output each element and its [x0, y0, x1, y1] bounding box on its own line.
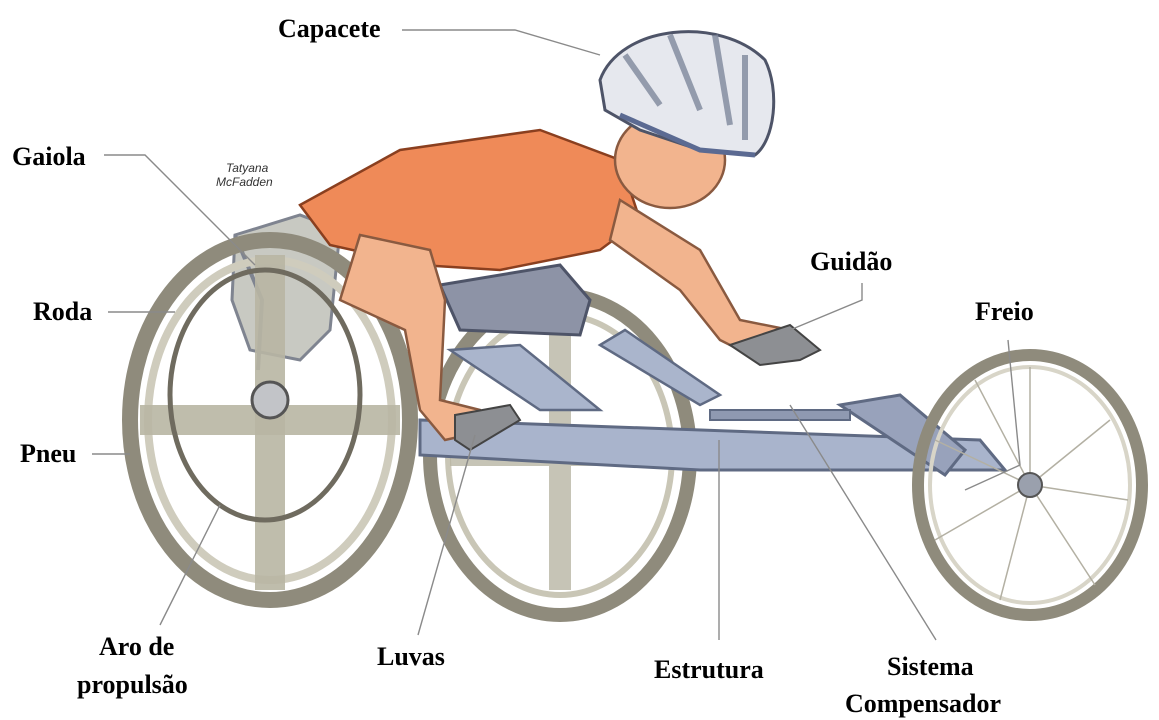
label-sistema-line-2: Compensador — [845, 689, 1001, 718]
signature-line-1: Tatyana — [226, 161, 269, 175]
label-sistema-line-1: Sistema — [887, 652, 974, 681]
label-freio: Freio — [975, 297, 1034, 326]
label-capacete: Capacete — [278, 14, 381, 43]
label-aro-line-1: Aro de — [99, 632, 174, 661]
seat-bucket — [440, 265, 590, 335]
leader-aro — [160, 505, 220, 625]
label-guidao: Guidão — [810, 247, 892, 276]
label-pneu: Pneu — [20, 439, 76, 468]
label-estrutura: Estrutura — [654, 655, 764, 684]
signature-line-2: McFadden — [216, 175, 273, 189]
label-aro-line-2: propulsão — [77, 670, 188, 699]
label-roda: Roda — [33, 297, 92, 326]
leader-guidao — [790, 283, 862, 330]
front-wheel — [918, 355, 1142, 615]
label-luvas: Luvas — [377, 642, 445, 671]
leader-capacete — [402, 30, 600, 55]
label-gaiola: Gaiola — [12, 142, 86, 171]
